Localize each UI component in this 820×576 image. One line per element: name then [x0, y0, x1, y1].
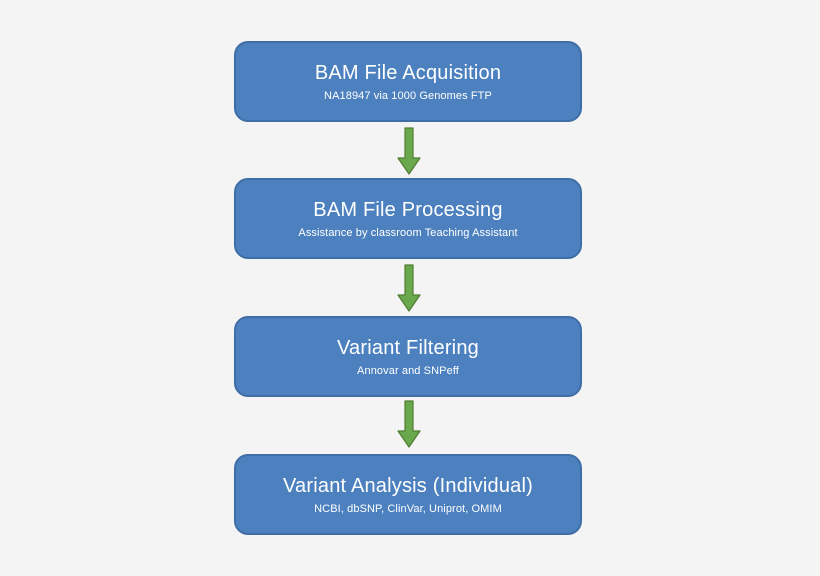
step-title: Variant Filtering	[337, 336, 479, 359]
step-subtitle: Annovar and SNPeff	[357, 364, 459, 377]
step-title: BAM File Processing	[313, 198, 503, 221]
down-arrow-icon	[397, 264, 421, 312]
down-arrow-icon	[397, 127, 421, 175]
step-title: Variant Analysis (Individual)	[283, 474, 533, 497]
flow-step-bam-file-processing: BAM File Processing Assistance by classr…	[234, 178, 582, 259]
step-subtitle: NCBI, dbSNP, ClinVar, Uniprot, OMIM	[314, 502, 502, 515]
flow-step-variant-filtering: Variant Filtering Annovar and SNPeff	[234, 316, 582, 397]
step-subtitle: NA18947 via 1000 Genomes FTP	[324, 89, 492, 102]
flow-step-variant-analysis-individual: Variant Analysis (Individual) NCBI, dbSN…	[234, 454, 582, 535]
step-title: BAM File Acquisition	[314, 61, 502, 84]
flow-step-bam-file-acquisition: BAM File Acquisition NA18947 via 1000 Ge…	[234, 41, 582, 122]
step-subtitle: Assistance by classroom Teaching Assista…	[298, 226, 518, 239]
down-arrow-icon	[397, 400, 421, 448]
